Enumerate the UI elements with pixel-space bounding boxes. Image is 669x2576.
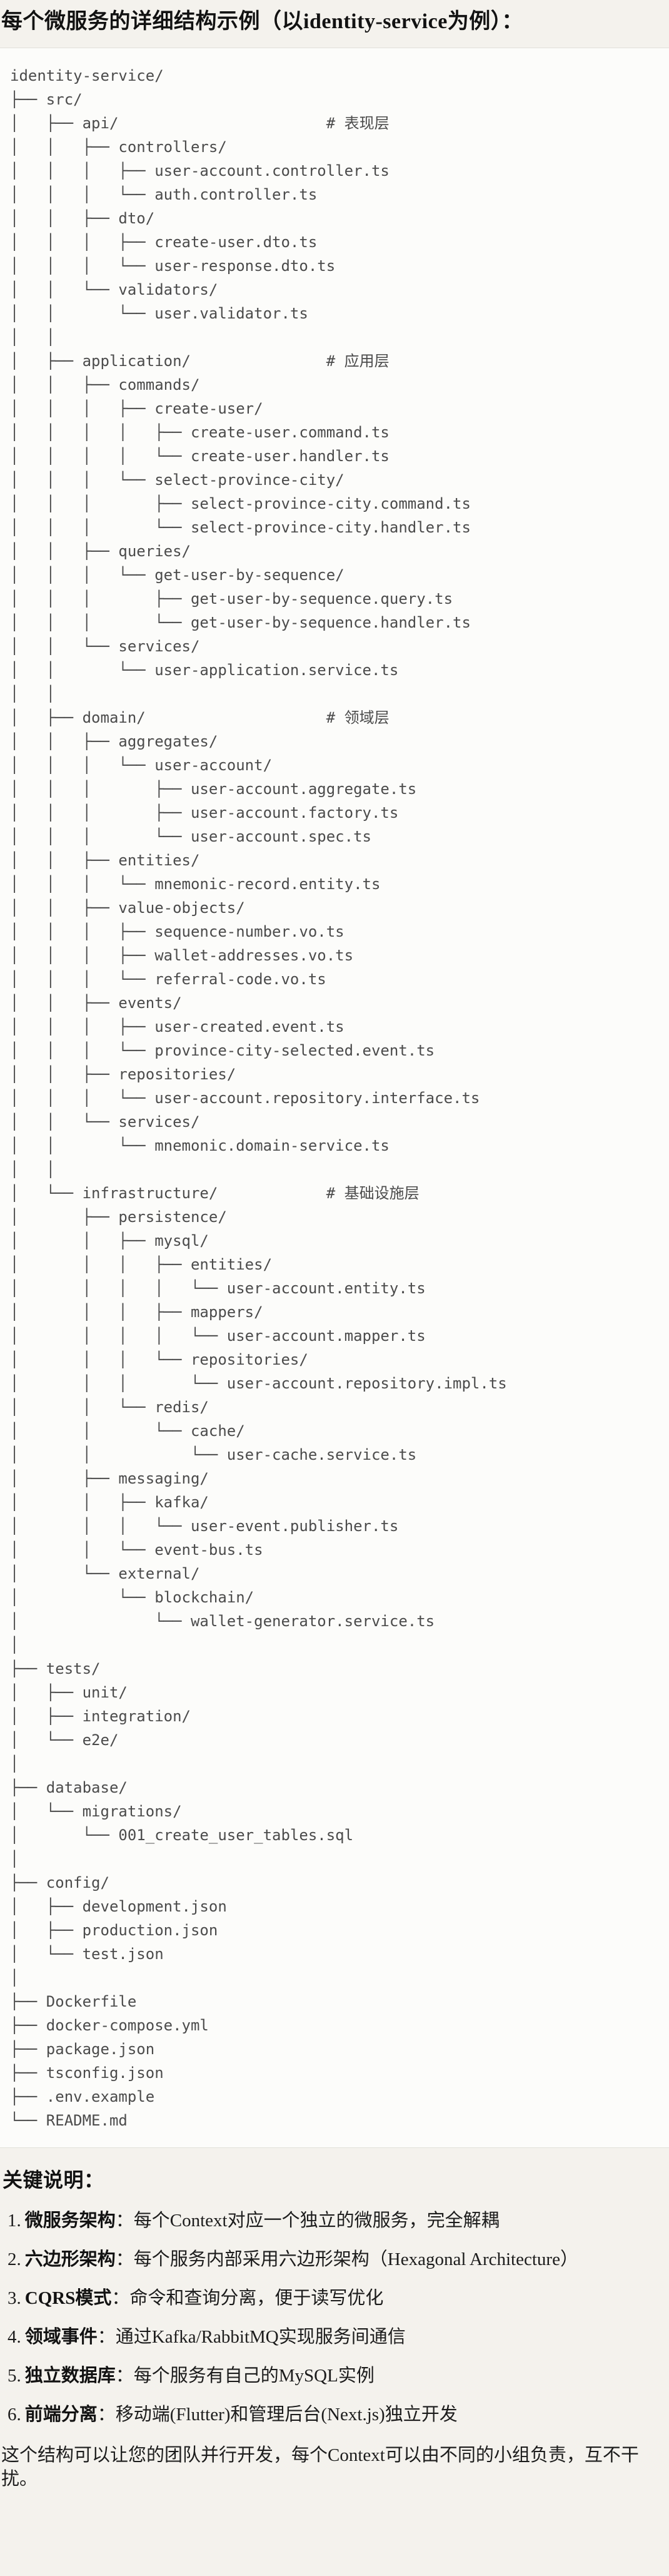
document: 每个微服务的详细结构示例（以identity-service为例）： ident… <box>0 10 669 2489</box>
note-item: 2.六边形架构：每个服务内部采用六边形架构（Hexagonal Architec… <box>8 2248 669 2271</box>
note-number: 3. <box>8 2288 21 2308</box>
note-item: 5.独立数据库：每个服务有自己的MySQL实例 <box>8 2365 669 2387</box>
note-description: ：每个服务有自己的MySQL实例 <box>115 2366 375 2386</box>
file-tree: identity-service/ ├── src/ │ ├── api/ # … <box>10 67 507 2129</box>
note-term: 六边形架构 <box>24 2249 116 2269</box>
note-item: 3.CQRS模式：命令和查询分离，便于读写优化 <box>8 2287 669 2309</box>
note-term: 前端分离 <box>24 2405 98 2425</box>
code-block: identity-service/ ├── src/ │ ├── api/ # … <box>0 48 669 2148</box>
note-description: ：移动端(Flutter)和管理后台(Next.js)独立开发 <box>97 2405 458 2425</box>
note-term: 领域事件 <box>24 2327 98 2347</box>
note-term: 微服务架构 <box>24 2211 116 2231</box>
note-term: CQRS模式 <box>24 2288 112 2308</box>
note-term: 独立数据库 <box>24 2366 116 2386</box>
note-number: 6. <box>8 2405 21 2425</box>
notes-heading: 关键说明： <box>3 2169 104 2191</box>
note-item: 6.前端分离：移动端(Flutter)和管理后台(Next.js)独立开发 <box>8 2403 669 2426</box>
note-description: ：命令和查询分离，便于读写优化 <box>111 2288 384 2308</box>
note-number: 5. <box>8 2366 21 2386</box>
note-description: ：通过Kafka/RabbitMQ实现服务间通信 <box>97 2327 406 2347</box>
note-item: 1.微服务架构：每个Context对应一个独立的微服务，完全解耦 <box>8 2209 669 2232</box>
note-number: 4. <box>8 2327 21 2347</box>
page-title: 每个微服务的详细结构示例（以identity-service为例）： <box>1 10 523 33</box>
closing-paragraph: 这个结构可以让您的团队并行开发，每个Context可以由不同的小组负责，互不干扰… <box>1 2445 639 2489</box>
note-number: 2. <box>8 2249 21 2269</box>
note-description: ：每个服务内部采用六边形架构（Hexagonal Architecture） <box>115 2249 578 2269</box>
note-description: ：每个Context对应一个独立的微服务，完全解耦 <box>115 2211 500 2231</box>
note-number: 1. <box>8 2211 21 2231</box>
note-item: 4.领域事件：通过Kafka/RabbitMQ实现服务间通信 <box>8 2326 669 2348</box>
